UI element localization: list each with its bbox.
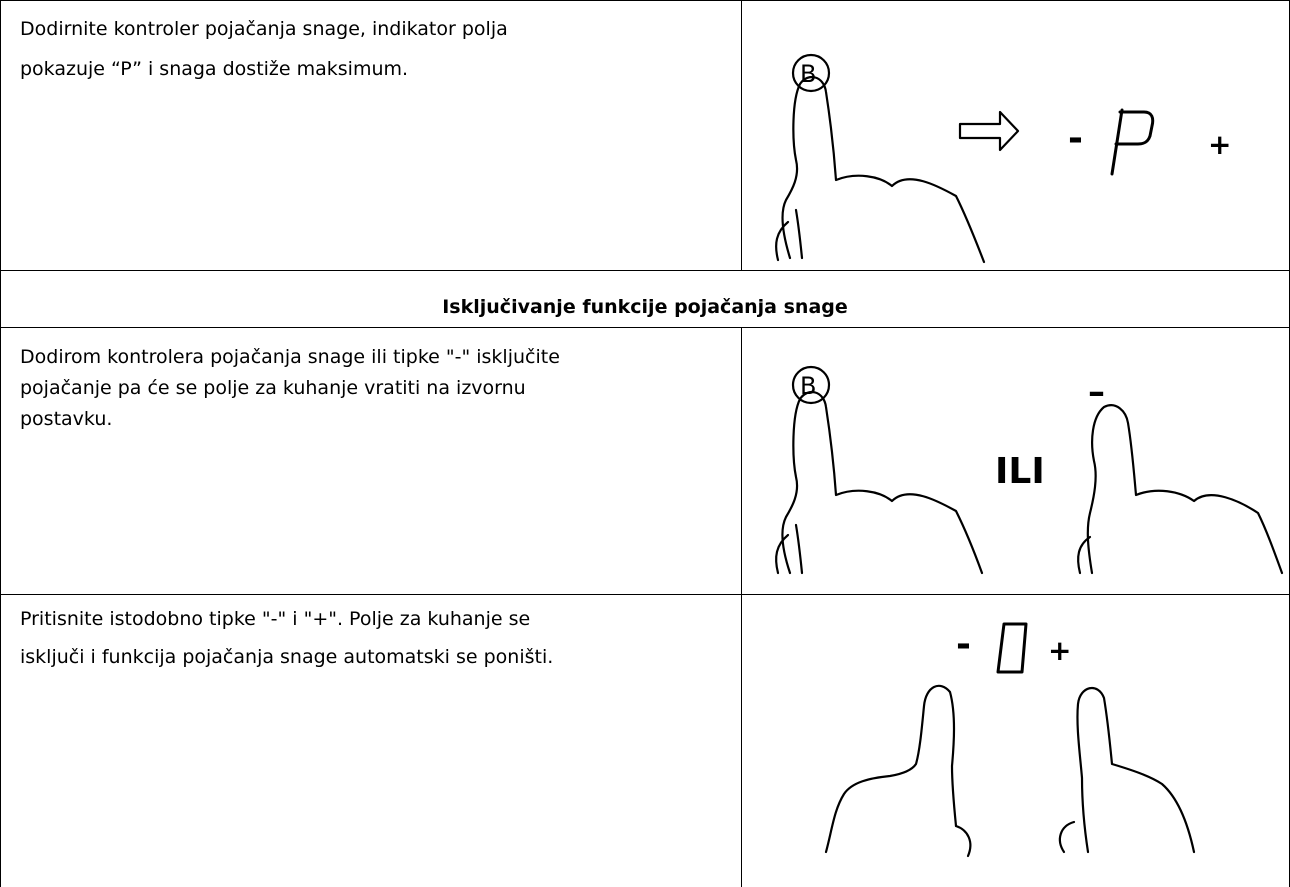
boost-on-illustration: B - + [775, 53, 1231, 264]
table-row-divider [0, 594, 1290, 595]
table-row-divider [0, 270, 1290, 271]
row4-description: Pritisnite istodobno tipke "-" i "+". Po… [20, 604, 553, 673]
display-minus: - [1068, 118, 1083, 159]
right-finger-icon [1058, 687, 1196, 854]
finger-pressing-b-icon: B [775, 53, 986, 264]
button-label-b: B [800, 60, 816, 88]
row4-text-line2: isključi i funkcija pojačanja snage auto… [20, 646, 554, 668]
finger-pressing-b-icon: B [775, 365, 984, 575]
table-row-divider [0, 327, 1290, 328]
row1-text-line1: Dodirnite kontroler pojačanja snage, ind… [20, 18, 508, 40]
boost-off-illustration: B ILI – [775, 365, 1284, 575]
table-border-top [0, 0, 1290, 1]
table-border-left [0, 0, 1, 887]
display-plus: + [1208, 128, 1231, 161]
table-column-divider [741, 0, 742, 270]
row3-description: Dodirom kontrolera pojačanja snage ili t… [20, 342, 560, 435]
left-finger-icon [824, 684, 972, 858]
minus-key-label: – [1088, 372, 1105, 412]
display-plus: + [1048, 634, 1071, 667]
seven-segment-zero-icon [996, 622, 1028, 674]
seven-segment-p-icon [1110, 108, 1155, 176]
section-heading: Isključivanje funkcije pojačanja snage [442, 296, 848, 318]
row3-text-line1: Dodirom kontrolera pojačanja snage ili t… [20, 346, 560, 368]
cancel-both-keys-illustration: - + [824, 622, 1196, 858]
row1-description: Dodirnite kontroler pojačanja snage, ind… [20, 14, 508, 85]
display-minus: - [956, 624, 971, 665]
table-column-divider [741, 327, 742, 887]
row3-text-line3: postavku. [20, 408, 113, 430]
finger-pressing-minus-icon [1077, 404, 1284, 575]
or-label: ILI [995, 451, 1045, 492]
right-arrow-icon [958, 110, 1020, 152]
row1-text-line2: pokazuje “P” i snaga dostiže maksimum. [20, 58, 409, 80]
row4-text-line1: Pritisnite istodobno tipke "-" i "+". Po… [20, 608, 531, 630]
row3-text-line2: pojačanje pa će se polje za kuhanje vrat… [20, 377, 526, 399]
